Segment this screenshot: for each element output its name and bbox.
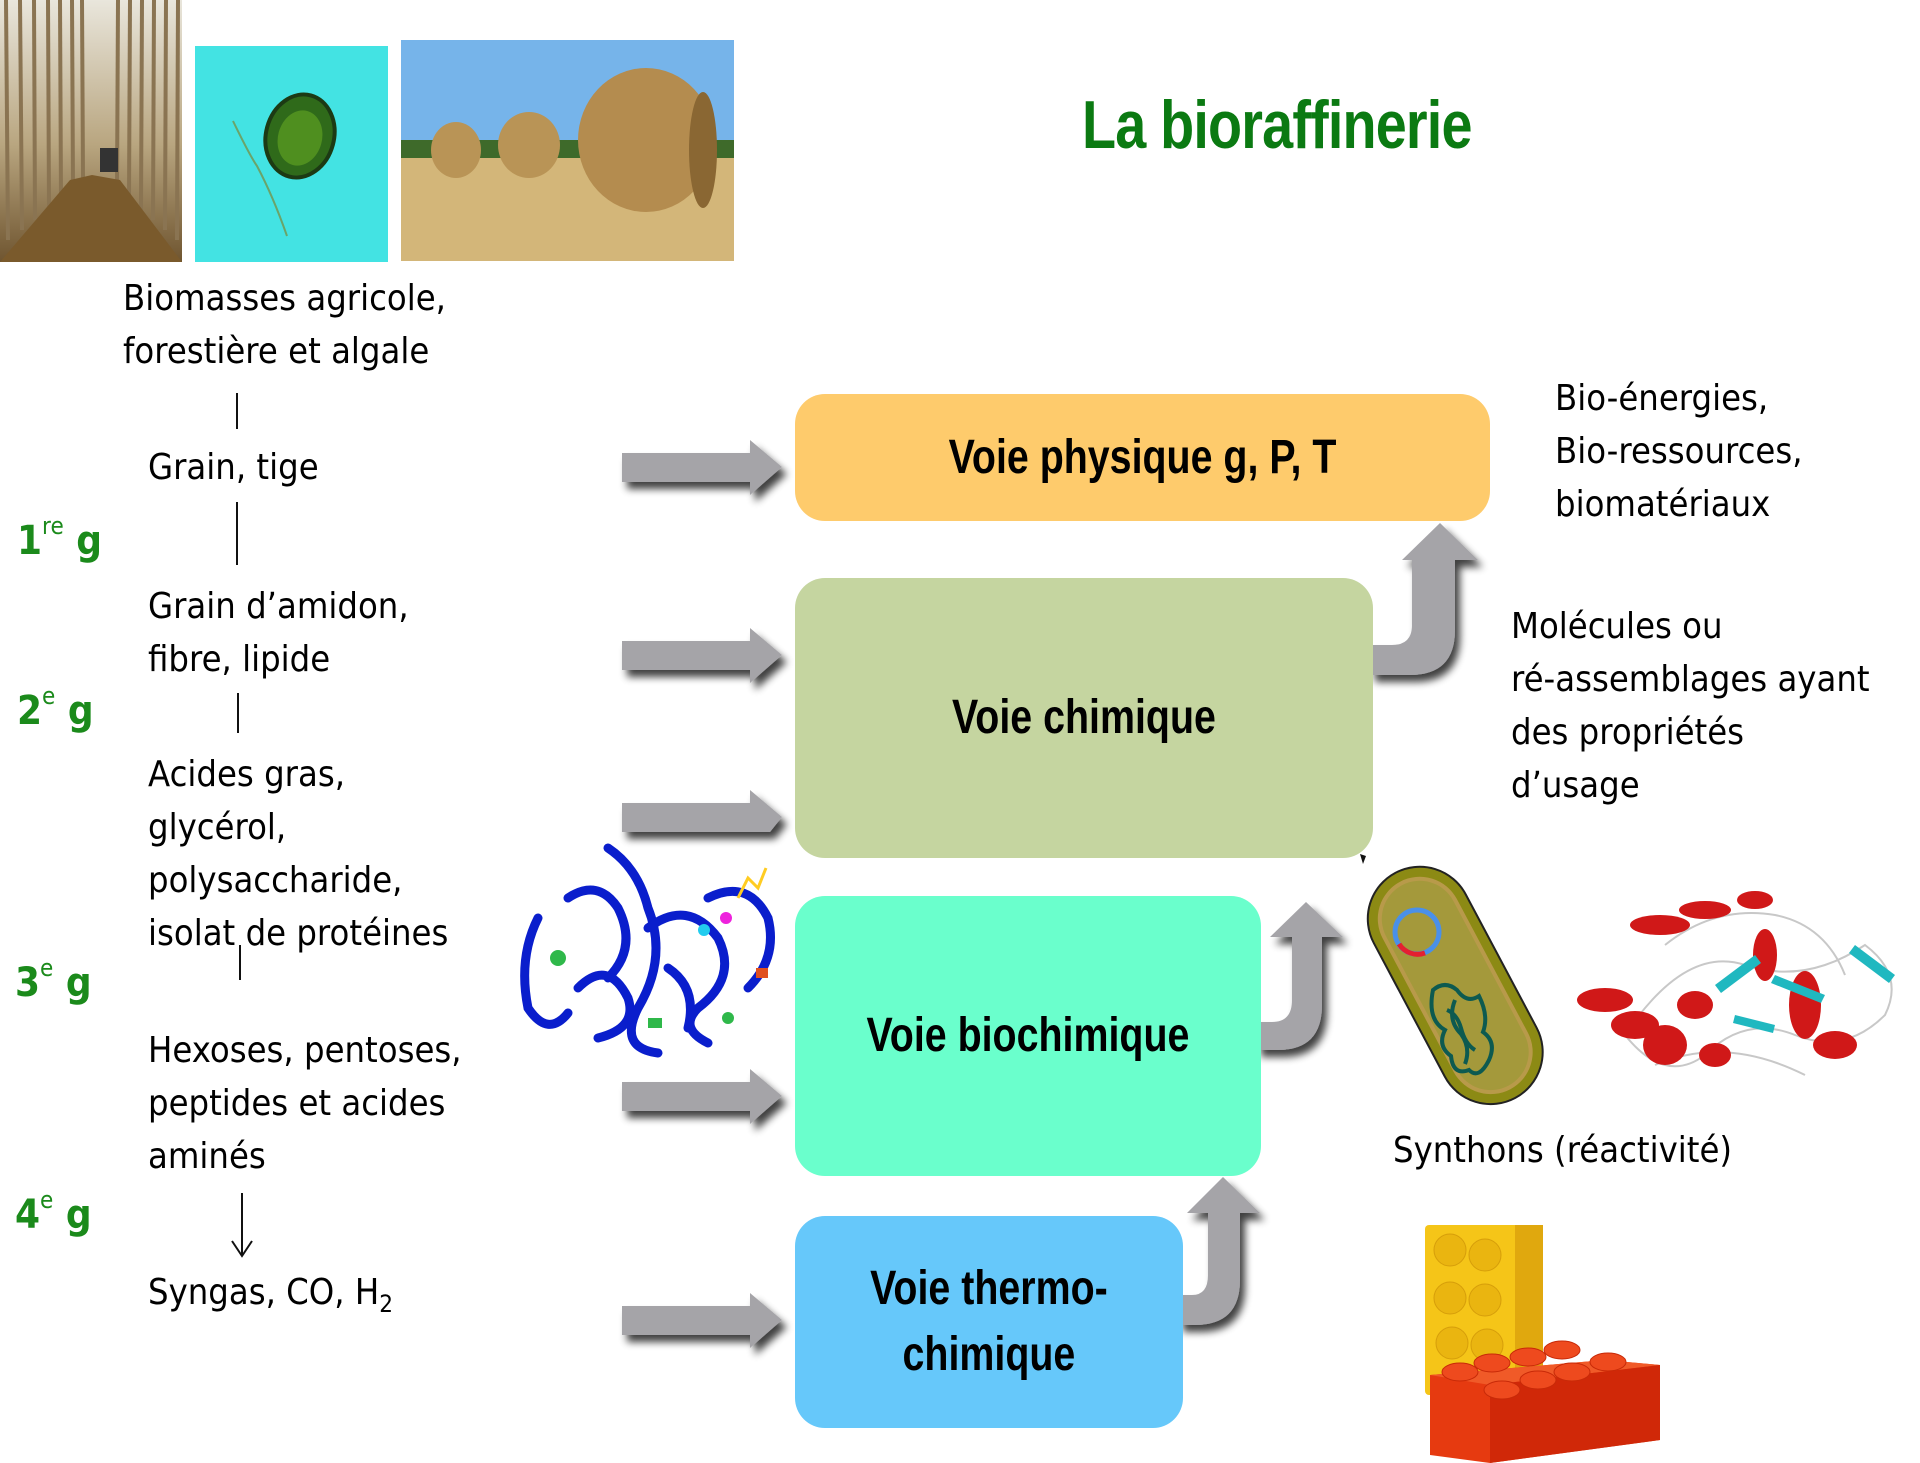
output-line: ré-assemblages ayant [1511,659,1870,700]
generation-label-3: 3e g [15,956,92,1006]
step-line: isolat de protéines [148,913,449,954]
gen-sup: e [40,954,54,982]
step-grain-tige: Grain, tige [148,441,319,494]
curved-arrow-thermo-to-biochimique [1178,1177,1260,1325]
box-label-line-1: Voie thermo- [870,1262,1108,1315]
lego-bricks [1425,1225,1660,1463]
step-line: glycérol, [148,807,287,848]
connector-line-4 [239,945,241,980]
syngas-text: Syngas, CO, H [148,1272,380,1313]
arrow-to-biochimique [622,1069,782,1124]
biomass-line-2: forestière et algale [123,331,430,372]
box-label: Voie chimique [952,691,1216,744]
step-line: fibre, lipide [148,639,331,680]
gen-num: 1 [17,518,43,564]
output-bio: Bio-énergies, Bio-ressources, biomatéria… [1555,372,1803,531]
protein-structure-blue [520,843,775,1058]
step-line: Grain d’amidon, [148,586,409,627]
gen-sup: e [42,682,56,710]
connector-line-2 [236,502,238,565]
bacterium-illustration [1360,854,1544,1106]
box-voie-physique: Voie physique g, P, T [795,394,1490,521]
box-label: Voie thermo- chimique [870,1256,1108,1388]
algae-photo [195,46,388,262]
curved-arrow-chimique-to-physique [1370,523,1478,675]
gen-num: 2 [17,688,43,734]
generation-label-1: 1re g [17,514,103,564]
biomass-label: Biomasses agricole, forestière et algale [123,272,446,378]
output-line: d’usage [1511,765,1640,806]
down-arrow-icon [231,1193,253,1258]
gen-g: g [65,1192,92,1238]
gen-num: 3 [15,960,41,1006]
output-line: biomatériaux [1555,484,1771,525]
box-voie-thermochimique: Voie thermo- chimique [795,1216,1183,1428]
output-line: Molécules ou [1511,606,1723,647]
gen-g: g [67,688,94,734]
biomass-line-1: Biomasses agricole, [123,278,446,319]
arrow-to-chimique-1 [622,628,782,683]
connector-line-3 [237,693,239,733]
gen-g: g [65,960,92,1006]
step-line: peptides et acides [148,1083,446,1124]
step-syngas: Syngas, CO, H2 [148,1266,393,1331]
step-acides-gras: Acides gras, glycérol, polysaccharide, i… [148,748,448,960]
box-voie-chimique: Voie chimique [795,578,1373,858]
arrow-to-chimique-2 [622,790,782,832]
arrow-to-physique [622,440,782,495]
hay-bales-photo [401,40,734,261]
subscript-2: 2 [379,1290,394,1318]
box-label-line-2: chimique [902,1328,1076,1381]
gen-g: g [76,518,103,564]
box-label: Voie physique g, P, T [948,430,1337,484]
protein-structure-red [1577,891,1895,1076]
step-line: aminés [148,1136,266,1177]
forest-photo [0,0,182,262]
generation-label-4: 4e g [15,1188,92,1238]
page-title: La bioraffinerie [1082,87,1472,163]
output-line: des propriétés [1511,712,1745,753]
step-hexoses: Hexoses, pentoses, peptides et acides am… [148,1024,462,1183]
synthons-label: Synthons (réactivité) [1393,1130,1733,1171]
box-voie-biochimique: Voie biochimique [795,896,1261,1176]
gen-num: 4 [15,1192,41,1238]
step-line: polysaccharide, [148,860,403,901]
output-line: Bio-énergies, [1555,378,1769,419]
gen-sup: e [40,1186,54,1214]
step-line: Grain, tige [148,447,319,488]
generation-label-2: 2e g [17,684,94,734]
gen-sup: re [42,512,64,540]
step-grain-amidon: Grain d’amidon, fibre, lipide [148,580,409,686]
output-molecules: Molécules ou ré-assemblages ayant des pr… [1511,600,1870,812]
step-line: Acides gras, [148,754,346,795]
arrow-to-thermochimique [622,1293,782,1348]
curved-arrow-biochimique-to-chimique [1256,902,1343,1050]
step-line: Hexoses, pentoses, [148,1030,462,1071]
box-label: Voie biochimique [866,1009,1190,1062]
connector-line-1 [236,393,238,429]
output-line: Bio-ressources, [1555,431,1803,472]
